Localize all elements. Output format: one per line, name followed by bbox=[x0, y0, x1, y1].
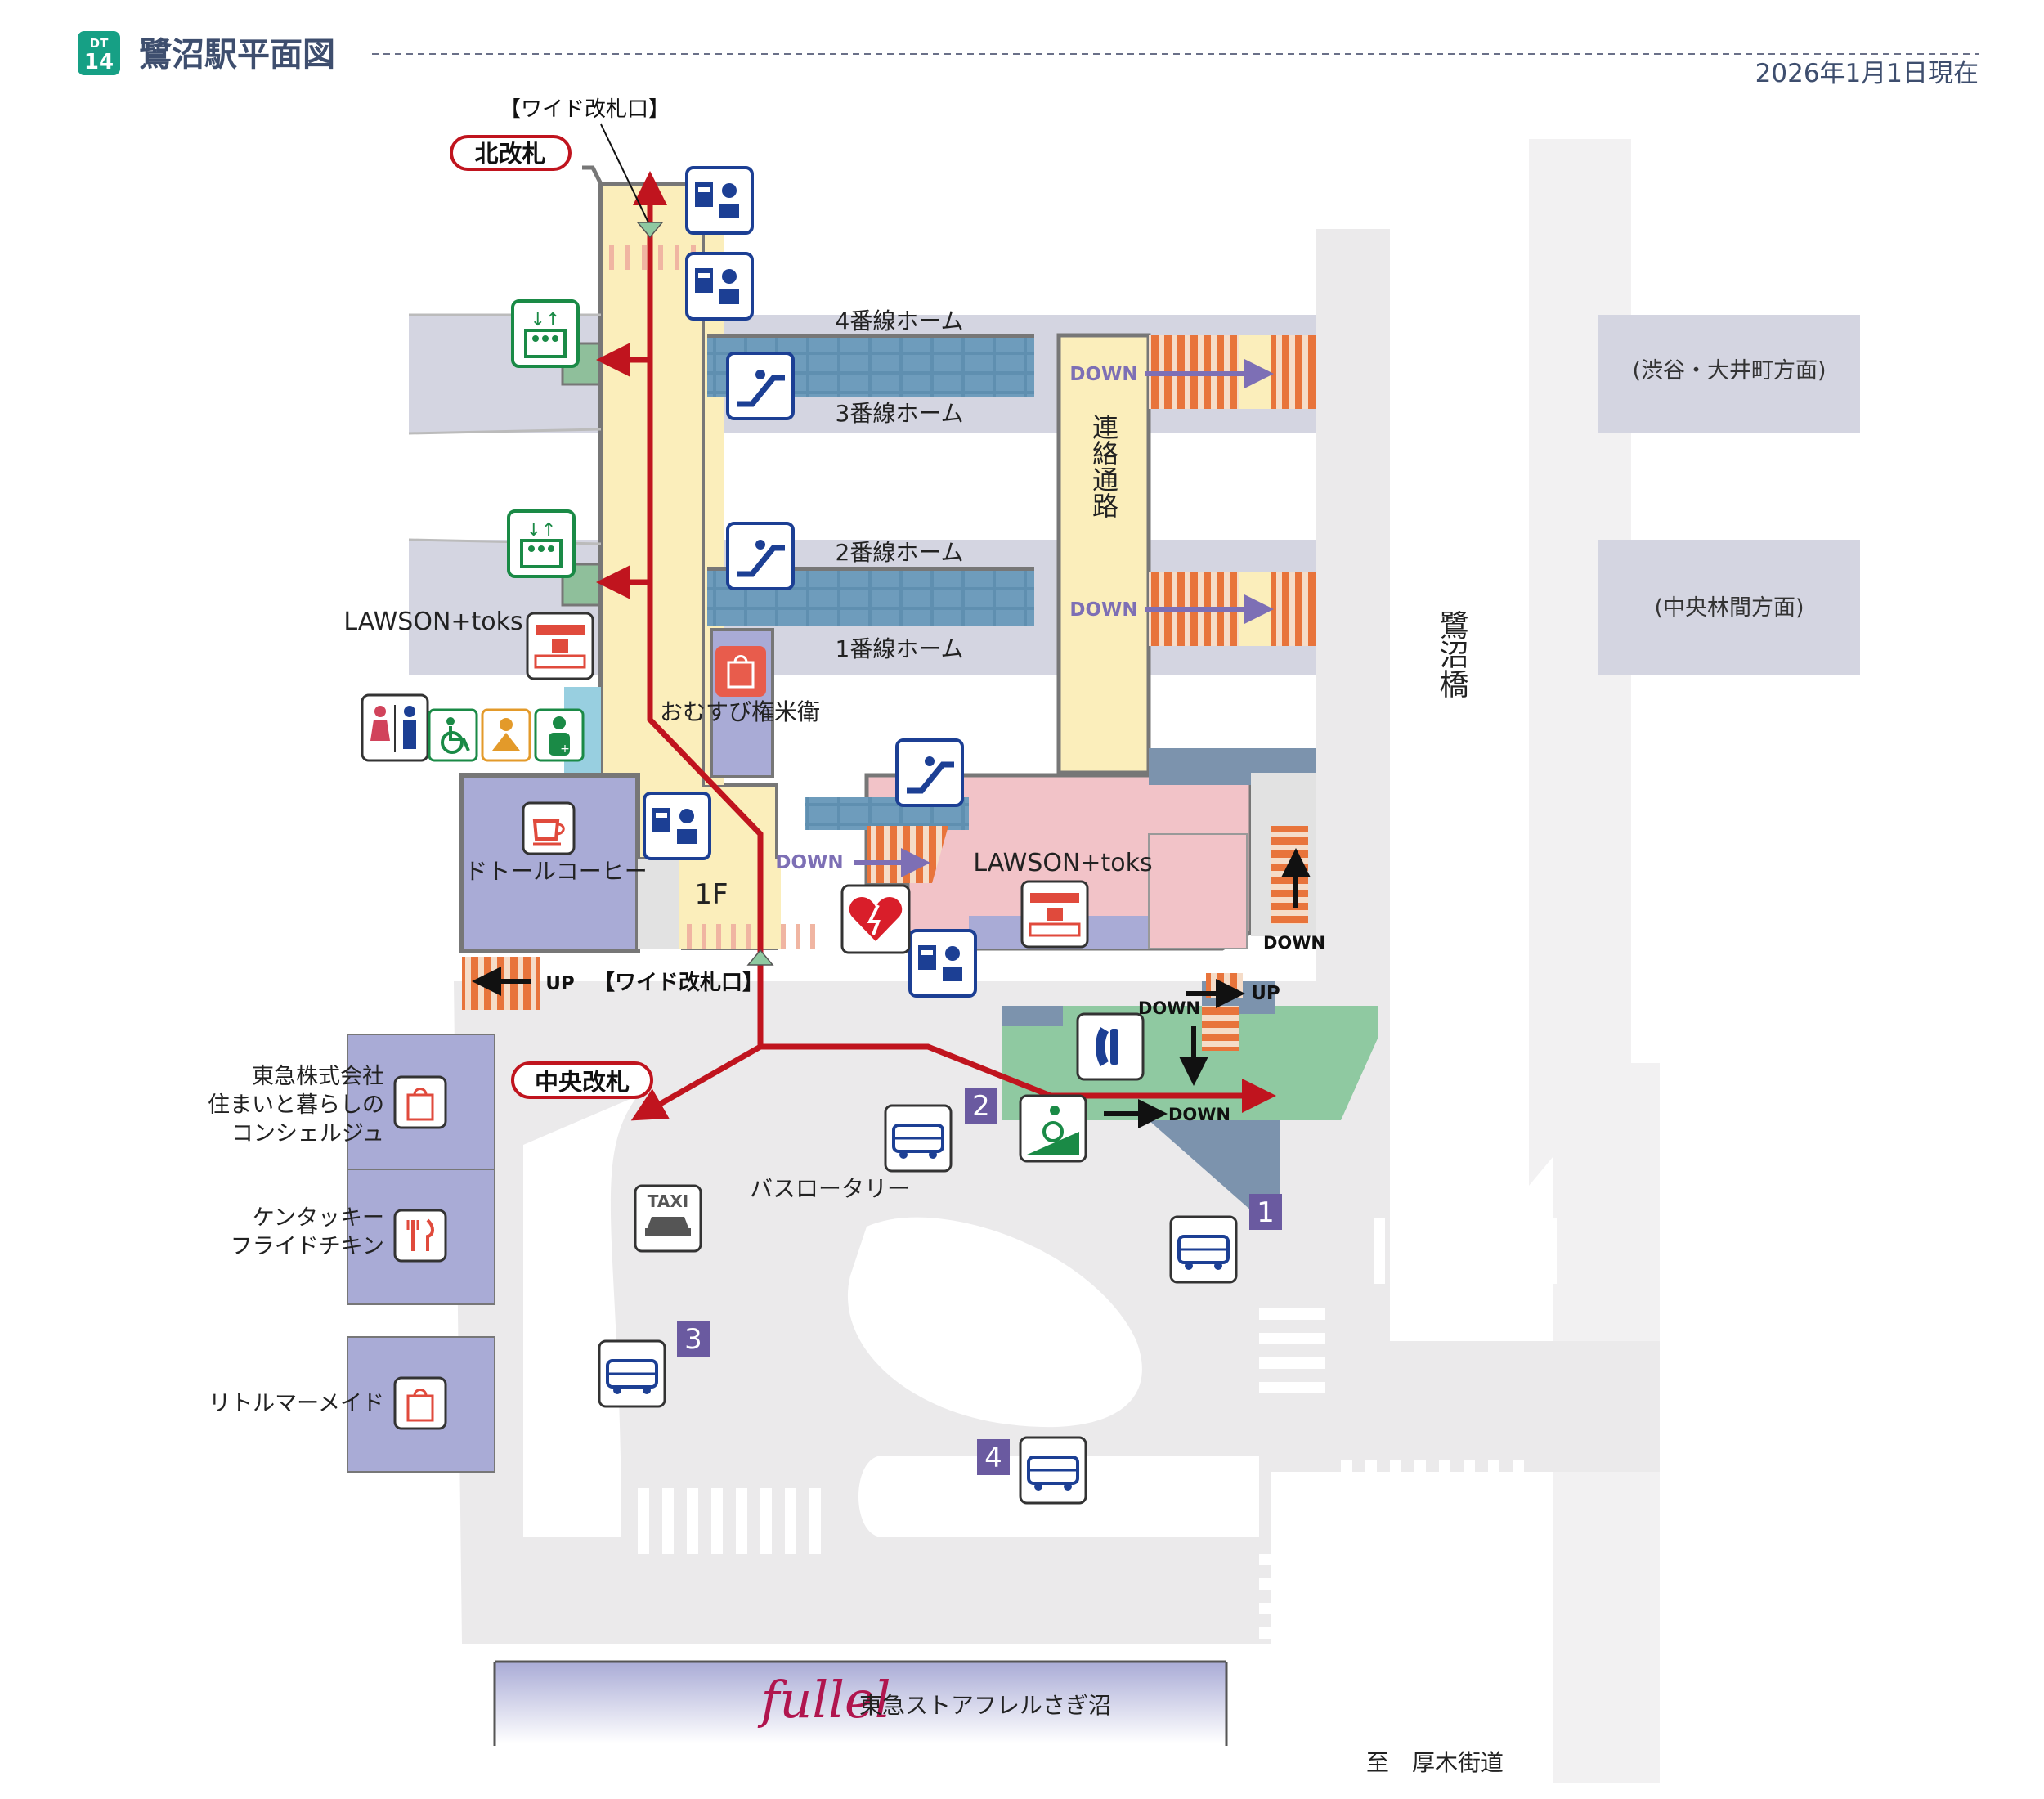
svg-text:2: 2 bbox=[972, 1090, 990, 1123]
lawson-right-label: LAWSON+toks bbox=[973, 849, 1152, 877]
escalator-icon[interactable] bbox=[726, 522, 795, 590]
bus-rotary-label: バスロータリー bbox=[750, 1175, 910, 1202]
bridge-label: 鷺沼橋 bbox=[1435, 610, 1468, 698]
stairs-right bbox=[1271, 826, 1308, 924]
shop-bag-icon[interactable] bbox=[393, 1075, 447, 1129]
route-arrows bbox=[596, 171, 1276, 1121]
header: DT 14 鷺沼駅平面図 2026年1月1日現在 bbox=[78, 31, 1979, 88]
bus-stop-number: 1 bbox=[1249, 1194, 1282, 1230]
svg-text:1: 1 bbox=[1257, 1196, 1275, 1229]
black-arrows bbox=[472, 848, 1311, 1128]
svg-text:↓↑: ↓↑ bbox=[531, 310, 561, 330]
line-badge-number: 14 bbox=[84, 50, 114, 74]
tokyu-concierge-label-3: コンシェルジュ bbox=[231, 1121, 384, 1146]
bus-icon[interactable] bbox=[1169, 1215, 1238, 1284]
page-title: 鷺沼駅平面図 bbox=[139, 36, 335, 74]
bus-icon[interactable] bbox=[884, 1104, 953, 1173]
connecting-passage bbox=[1056, 333, 1151, 775]
bus-stop-number: 2 bbox=[965, 1088, 997, 1124]
escalator-icon[interactable] bbox=[726, 352, 795, 420]
bus-icon[interactable] bbox=[598, 1339, 666, 1408]
fullel-logo: fullel bbox=[757, 1670, 890, 1729]
elevator-icon[interactable]: ↓↑ bbox=[507, 509, 576, 578]
direction-upper: (渋谷・大井町方面) bbox=[1632, 358, 1826, 384]
bus-stop-number: 3 bbox=[677, 1321, 710, 1357]
svg-text:↓↑: ↓↑ bbox=[527, 520, 557, 541]
line-badge-top: DT bbox=[90, 36, 109, 51]
elevator-icon[interactable]: ↓↑ bbox=[511, 299, 580, 368]
tokyu-concierge-label-2: 住まいと暮らしの bbox=[208, 1092, 384, 1118]
platform-1-label: 1番線ホーム bbox=[836, 635, 964, 662]
platform-2-label: 2番線ホーム bbox=[836, 539, 964, 566]
taxi-icon[interactable]: TAXI bbox=[634, 1184, 702, 1253]
down-label-right-stairs: DOWN bbox=[1263, 933, 1325, 953]
fullel-store-name: 東急ストアフレルさぎ沼 bbox=[859, 1692, 1111, 1719]
kfc-label-1: ケンタッキー bbox=[253, 1205, 384, 1231]
phone-icon[interactable] bbox=[1076, 1012, 1145, 1081]
down-label-upper: DOWN bbox=[1069, 364, 1137, 385]
north-gate-label: 北改札 bbox=[450, 135, 572, 171]
svg-text:3: 3 bbox=[684, 1323, 702, 1356]
svg-text:+: + bbox=[560, 742, 570, 756]
connecting-passage-label: 連絡通路 bbox=[1088, 414, 1119, 518]
platform-3-label: 3番線ホーム bbox=[836, 400, 964, 427]
doutor-label: ドトールコーヒー bbox=[464, 858, 647, 885]
tokyu-concierge-label-1: 東急株式会社 bbox=[252, 1064, 384, 1089]
omusubi-label: おむすび権米衛 bbox=[660, 698, 820, 725]
svg-text:中央改札: 中央改札 bbox=[535, 1068, 630, 1096]
bus-stop-number: 4 bbox=[977, 1439, 1010, 1475]
floor-label: 1F bbox=[694, 878, 728, 911]
shop-bag-icon[interactable] bbox=[715, 646, 766, 697]
restroom-icon[interactable] bbox=[361, 693, 429, 762]
slope-icon[interactable] bbox=[1019, 1094, 1087, 1163]
down-label-escalator: DOWN bbox=[775, 852, 843, 873]
up-label-right: UP bbox=[1251, 983, 1280, 1004]
down-label-plaza: DOWN bbox=[1138, 998, 1200, 1018]
ostomate-icon[interactable]: + bbox=[534, 708, 585, 762]
down-arrows-purple bbox=[854, 359, 1274, 877]
little-mermaid-label: リトルマーメイド bbox=[208, 1391, 384, 1416]
ticket-machine-icon[interactable] bbox=[685, 166, 754, 235]
shop-bag-icon[interactable] bbox=[393, 1376, 447, 1430]
up-label-left: UP bbox=[545, 973, 575, 994]
down-label-lower: DOWN bbox=[1069, 599, 1137, 621]
wheelchair-icon[interactable] bbox=[428, 708, 478, 762]
aed-icon[interactable] bbox=[840, 884, 911, 954]
ticket-machine-icon[interactable] bbox=[908, 929, 977, 998]
down-label-slope: DOWN bbox=[1168, 1105, 1230, 1124]
restaurant-icon[interactable] bbox=[393, 1209, 447, 1263]
svg-text:TAXI: TAXI bbox=[648, 1191, 688, 1211]
fullel-store[interactable]: fullel 東急ストアフレルさぎ沼 bbox=[493, 1660, 1228, 1746]
to-atsugi-label: 至 厚木街道 bbox=[1366, 1749, 1504, 1776]
central-gate-label: 中央改札 bbox=[511, 1061, 653, 1099]
wide-gate-bottom-label: 【ワイド改札口】 bbox=[594, 970, 764, 995]
convenience-store-icon[interactable] bbox=[1020, 880, 1089, 949]
svg-text:4: 4 bbox=[984, 1442, 1002, 1474]
platform-4-label: 4番線ホーム bbox=[836, 307, 964, 334]
direction-lower: (中央林間方面) bbox=[1654, 595, 1804, 621]
baby-care-icon[interactable] bbox=[481, 708, 531, 762]
line-badge bbox=[78, 31, 120, 75]
wide-gate-top-label: 【ワイド改札口】 bbox=[500, 97, 670, 122]
lawson-left-label: LAWSON+toks bbox=[343, 608, 522, 636]
gate-markers bbox=[636, 222, 774, 966]
kfc-label-2: フライドチキン bbox=[231, 1234, 384, 1259]
date-label: 2026年1月1日現在 bbox=[1755, 59, 1979, 88]
crosswalk bbox=[638, 1218, 1557, 1734]
escalator-icon[interactable] bbox=[895, 738, 964, 807]
coffee-icon[interactable] bbox=[522, 801, 576, 855]
ticket-machine-icon[interactable] bbox=[643, 792, 711, 860]
gate-row-central bbox=[687, 924, 815, 949]
convenience-store-icon[interactable] bbox=[526, 612, 594, 680]
ticket-machine-icon[interactable] bbox=[685, 252, 754, 321]
bus-icon[interactable] bbox=[1019, 1436, 1087, 1505]
svg-text:北改札: 北改札 bbox=[474, 140, 545, 168]
